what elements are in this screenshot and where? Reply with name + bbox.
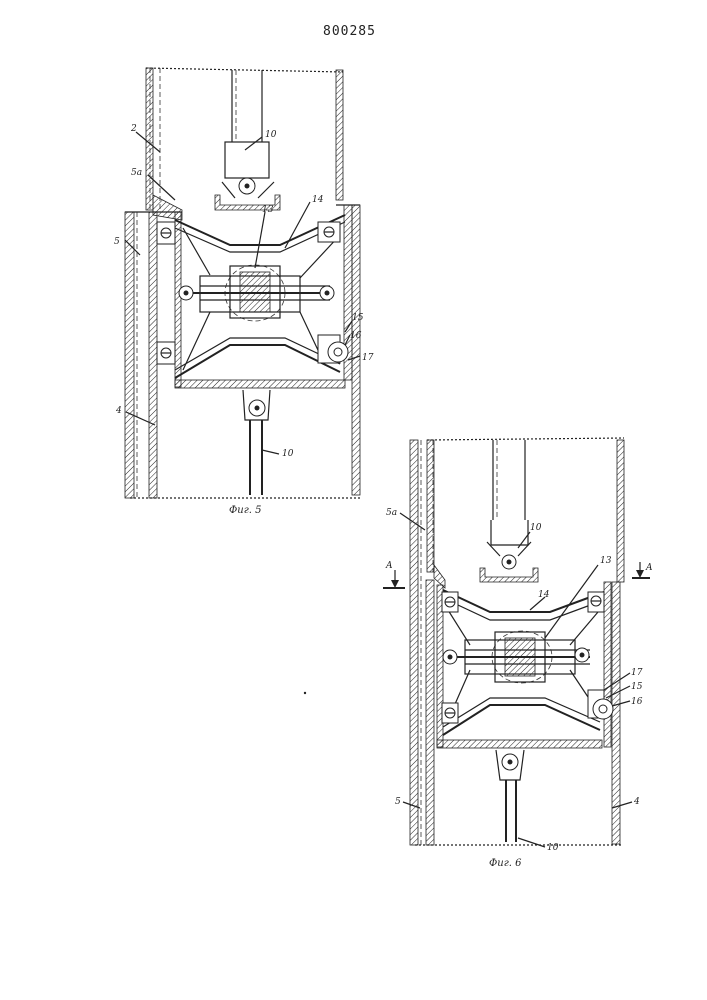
fig6-label-5a: 5a xyxy=(386,508,397,518)
fig5-label-5a: 5a xyxy=(131,168,142,178)
fig6-label-16: 16 xyxy=(631,697,643,707)
fig6-label-15: 15 xyxy=(631,682,643,692)
fig5-caption: Фиг. 5 xyxy=(229,505,262,516)
fig5-label-14: 14 xyxy=(312,195,324,205)
fig6-drawing: 5a A A 10 13 14 17 15 16 5 4 10 Фиг. 6 xyxy=(383,438,653,869)
fig6-hinge xyxy=(443,631,590,683)
fig5-upper-rod xyxy=(215,70,280,210)
fig5-label-4: 4 xyxy=(115,406,122,416)
fig5-label-17: 17 xyxy=(362,353,374,363)
fig5-label-2: 2 xyxy=(130,124,137,134)
fig6-label-4: 4 xyxy=(633,797,640,807)
fig5-label-15: 15 xyxy=(352,313,364,323)
fig6-label-10-bottom: 10 xyxy=(547,843,559,853)
fig6-caption: Фиг. 6 xyxy=(489,858,522,869)
fig5-label-13: 13 xyxy=(262,205,274,215)
fig6-label-13: 13 xyxy=(600,556,612,566)
fig5-label-5: 5 xyxy=(114,237,120,247)
fig6-lower-rod xyxy=(496,750,524,842)
fig6-label-14: 14 xyxy=(538,590,550,600)
fig5-label-10-bottom: 10 xyxy=(282,449,294,459)
stray-dot xyxy=(304,692,306,694)
fig5-drawing: 2 5a 5 4 10 13 14 15 16 17 10 Фиг. 5 xyxy=(114,68,374,516)
fig6-upper-rod xyxy=(480,440,538,582)
fig6-label-17: 17 xyxy=(631,668,643,678)
fig6-label-10-top: 10 xyxy=(530,523,542,533)
fig5-lower-rod xyxy=(243,390,270,495)
fig6-label-section-left: A xyxy=(385,561,393,571)
fig6-label-section-right: A xyxy=(645,563,653,573)
fig5-label-16: 16 xyxy=(350,331,362,341)
fig5-label-10-top: 10 xyxy=(265,130,277,140)
fig5-hinge xyxy=(179,265,334,321)
fig6-label-5: 5 xyxy=(395,797,401,807)
